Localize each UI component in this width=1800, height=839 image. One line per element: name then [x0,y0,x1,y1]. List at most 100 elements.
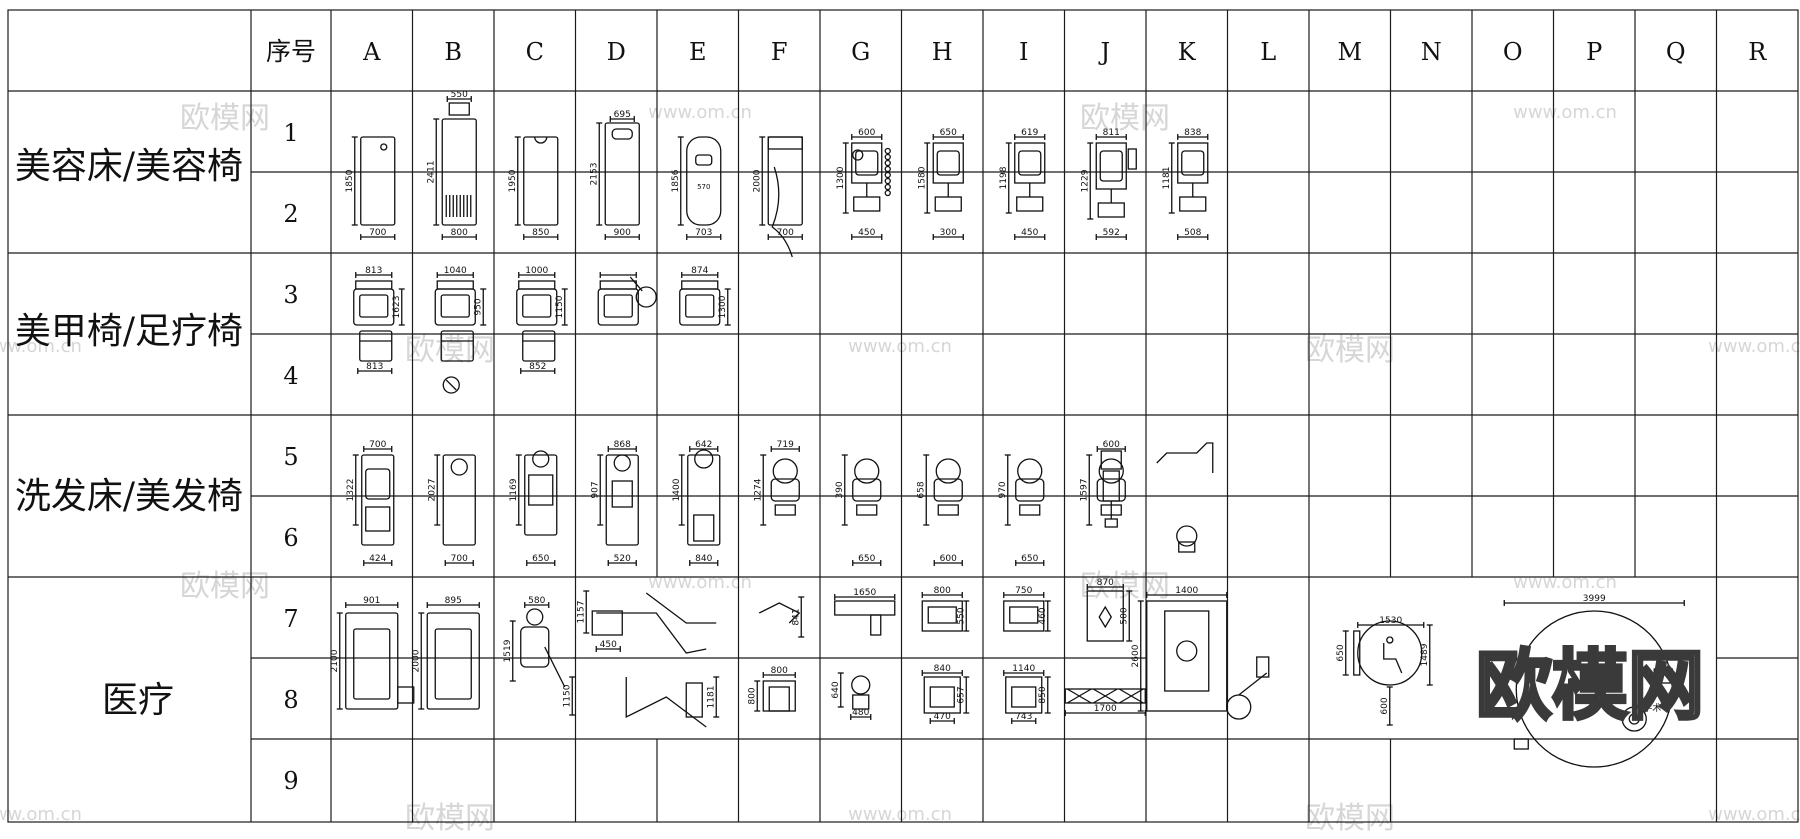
dimension-label: 480 [852,708,869,718]
dimension-label: 695 [614,110,631,120]
fixture-circle [854,458,880,484]
fixture-line [1238,672,1268,696]
dimension-label: 1157 [576,601,586,624]
dimension-label: 500 [1119,607,1129,624]
watermark-text: www.om.cn [848,804,952,825]
fixture-outline [774,504,796,516]
fixture-circle [884,159,891,167]
fixture-outline [426,612,480,710]
dimension-label: 508 [1184,228,1201,238]
row-number-4: 4 [283,362,298,390]
watermark-text: www.om.cn [648,572,752,593]
fixture-outline [1011,686,1037,708]
fixture-line [1092,688,1118,704]
fixture-circle [884,183,891,191]
fixture-outline [937,504,959,516]
fixture-outline [359,294,389,318]
fixture-outline [524,454,558,536]
dimension-label: 2100 [330,649,340,672]
fixture-outline [921,600,963,632]
dimension-label: 1489 [1420,643,1430,666]
fixture-outline [856,504,878,516]
dimension-label: 600 [940,554,957,564]
row-number-3: 3 [283,281,298,309]
fixture-outline [599,280,637,290]
fixture-outline [933,478,963,502]
column-header-d: D [607,38,626,66]
dimension-label: 550 [956,607,966,624]
dimension-label: 700 [369,440,386,450]
watermark-text: 欧模网 [1305,333,1395,368]
dimension-label: 868 [614,440,631,450]
fixture-circle [1098,458,1124,484]
fixture-line [645,592,717,624]
dimension-label: 300 [940,228,957,238]
dimension-label: 800 [934,586,951,596]
dimension-label: 1530 [1379,616,1402,626]
dimension-label: 2411 [426,161,436,184]
dimension-label: 2000 [752,169,762,192]
dimension-label: 852 [529,362,546,372]
dimension-label: 1400 [1175,586,1198,596]
dimension-label: 460 [1038,607,1048,624]
dimension-label: 2000 [411,649,421,672]
fixture-circle [1176,525,1198,547]
dimension-label: 470 [934,712,951,722]
column-header-b: B [444,38,462,66]
fixture-line [445,379,457,391]
fixture-outline [1100,450,1122,470]
fixture-line [1098,605,1113,629]
fixture-circle [532,450,550,468]
fixture-outline [359,330,393,362]
dimension-label: 1580 [917,166,927,189]
dimension-label: 1650 [853,588,876,598]
fixture-outline [522,294,552,318]
dimension-label: 650 [858,554,875,564]
fixture-outline [448,102,470,116]
dimension-label: 907 [590,481,600,498]
fixture-outline [681,280,719,290]
fixture-line [758,602,801,624]
dimension-label: 450 [858,228,875,238]
dimension-label: 424 [369,554,386,564]
dimension-label: 800 [747,687,757,704]
fixture-outline [1064,688,1146,704]
dimension-label: 838 [1184,128,1201,138]
column-header-q: Q [1666,38,1686,66]
dimension-label: 手术 [1643,702,1661,714]
dimension-label: 895 [445,596,462,606]
dimension-label: 450 [1021,228,1038,238]
dimension-label: 1623 [392,296,402,319]
fixture-outline [1009,606,1039,624]
fixture-outline [434,628,472,700]
dimension-label: 1322 [346,479,356,502]
fixture-circle [1628,713,1640,725]
fixture-outline [855,150,879,176]
dimension-label: 1597 [1079,479,1089,502]
fixture-line [629,276,643,292]
fixture-circle [1621,706,1647,732]
fixture-outline [442,454,476,546]
watermark-text: www.om.cn [648,102,752,123]
fixture-outline [365,506,391,532]
fixture-outline [923,676,961,714]
fixture-outline [695,154,713,166]
fixture-outline [929,686,955,708]
fixture-circle [851,675,871,695]
dimension-label: 850 [1038,686,1048,703]
dimension-label: 600 [1103,440,1120,450]
dimension-label: 1274 [753,478,763,501]
group-label-hair-chair: 洗发床/美发椅 [15,476,243,517]
dimension-label: 1181 [1162,167,1172,190]
dimension-label: 1040 [444,266,467,276]
fixture-outline [397,686,415,704]
fixture-outline [927,606,957,624]
row-number-7: 7 [283,605,298,633]
watermark-text: www.om.cn [1708,804,1800,825]
dimension-label: 750 [1015,586,1032,596]
dimension-label: 800 [451,228,468,238]
fixture-outline [686,136,722,226]
dimension-label: 657 [956,686,966,703]
row-number-2: 2 [283,200,298,228]
